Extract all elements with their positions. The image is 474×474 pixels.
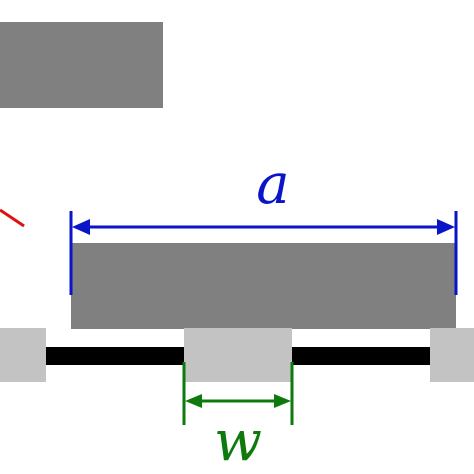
support-block-left bbox=[0, 328, 46, 382]
support-block-center bbox=[184, 328, 292, 382]
dimension-w: w bbox=[182, 362, 294, 474]
rail-left bbox=[46, 347, 184, 365]
upper-left-block bbox=[0, 22, 163, 108]
support-block-right bbox=[430, 328, 474, 382]
dimension-a-arrow-right bbox=[437, 219, 455, 235]
plate bbox=[71, 243, 456, 329]
dimension-w-arrow-right bbox=[274, 394, 291, 408]
dimension-a-label: a bbox=[256, 152, 289, 217]
rail-right bbox=[292, 347, 430, 365]
red-line-fragment bbox=[0, 208, 25, 228]
dimension-a-arrow-left bbox=[72, 219, 90, 235]
dimension-w-label: w bbox=[214, 409, 262, 474]
dimension-w-arrow-left bbox=[185, 394, 202, 408]
dimension-a: a bbox=[69, 152, 458, 295]
